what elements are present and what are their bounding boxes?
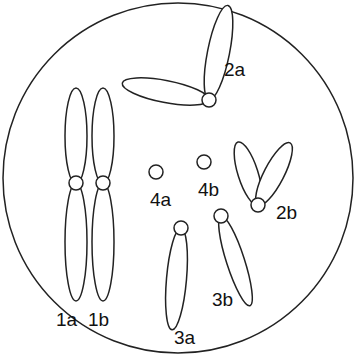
chromosome-label: 3b [212,290,233,309]
chromosome-label: 2a [224,60,245,79]
small-chromosome [197,155,211,169]
chromosome-label: 2b [276,203,297,222]
centromere [69,176,83,190]
chromosome-label: 4b [198,180,219,199]
centromere [96,176,110,190]
centromere [202,93,216,107]
chromosome-arm [162,227,191,330]
centromere [251,198,265,212]
chromosome-arm [120,72,211,110]
centromere [174,221,188,235]
chromosome-arm [212,214,258,309]
chromosome-arm [92,183,114,301]
chromosome-arm [92,88,114,184]
chromosome-arm [65,183,87,301]
chromosome-label: 4a [150,190,171,209]
chromosome-label: 1b [88,310,109,329]
cell-outline [3,3,353,353]
chromosome-label: 1a [56,310,77,329]
chromosome-arm [198,3,238,101]
small-chromosome [149,165,163,179]
chromosome-label: 3a [174,328,195,347]
chromosome-arm [65,88,87,184]
centromere [214,209,228,223]
